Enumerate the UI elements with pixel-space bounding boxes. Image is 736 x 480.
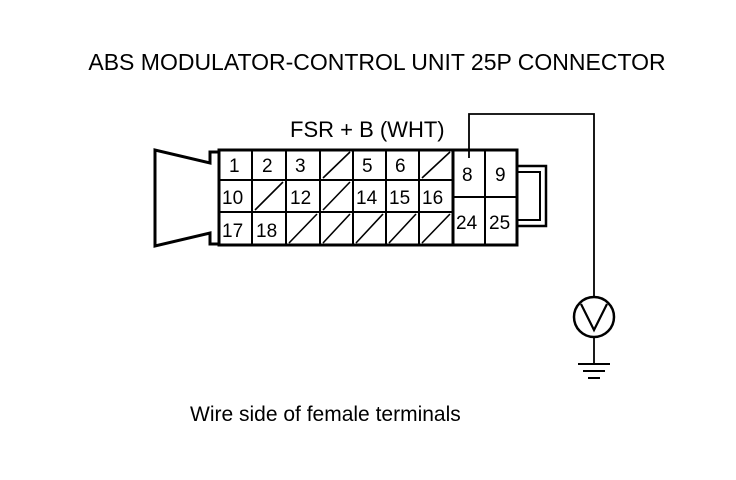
pin-16: 16	[422, 188, 443, 209]
voltmeter-icon	[572, 295, 616, 364]
pin-24: 24	[456, 213, 478, 234]
connector-grid	[219, 150, 517, 245]
pin-labels: 1 2 3 5 6 10 12 14 15 16 17 18 8 9 24 25	[222, 156, 510, 242]
pin-1: 1	[229, 156, 240, 177]
pin-8: 8	[462, 165, 473, 186]
pin-14: 14	[356, 188, 378, 209]
wire-label: FSR + B (WHT)	[290, 117, 445, 142]
pin-12: 12	[290, 188, 311, 209]
ground-icon	[578, 363, 610, 379]
pin-3: 3	[295, 156, 306, 177]
pin-25: 25	[489, 213, 510, 234]
pin-18: 18	[256, 221, 277, 242]
pin-15: 15	[389, 188, 410, 209]
pin-2: 2	[262, 156, 273, 177]
pin-17: 17	[222, 221, 243, 242]
pin-5: 5	[362, 156, 373, 177]
diagram-title: ABS MODULATOR-CONTROL UNIT 25P CONNECTOR	[88, 49, 665, 75]
pin-6: 6	[395, 156, 406, 177]
empty-cavity-marks	[254, 151, 451, 244]
pin-10: 10	[222, 188, 243, 209]
caption: Wire side of female terminals	[190, 403, 461, 426]
probe-wire	[468, 113, 595, 297]
pin-9: 9	[495, 165, 506, 186]
